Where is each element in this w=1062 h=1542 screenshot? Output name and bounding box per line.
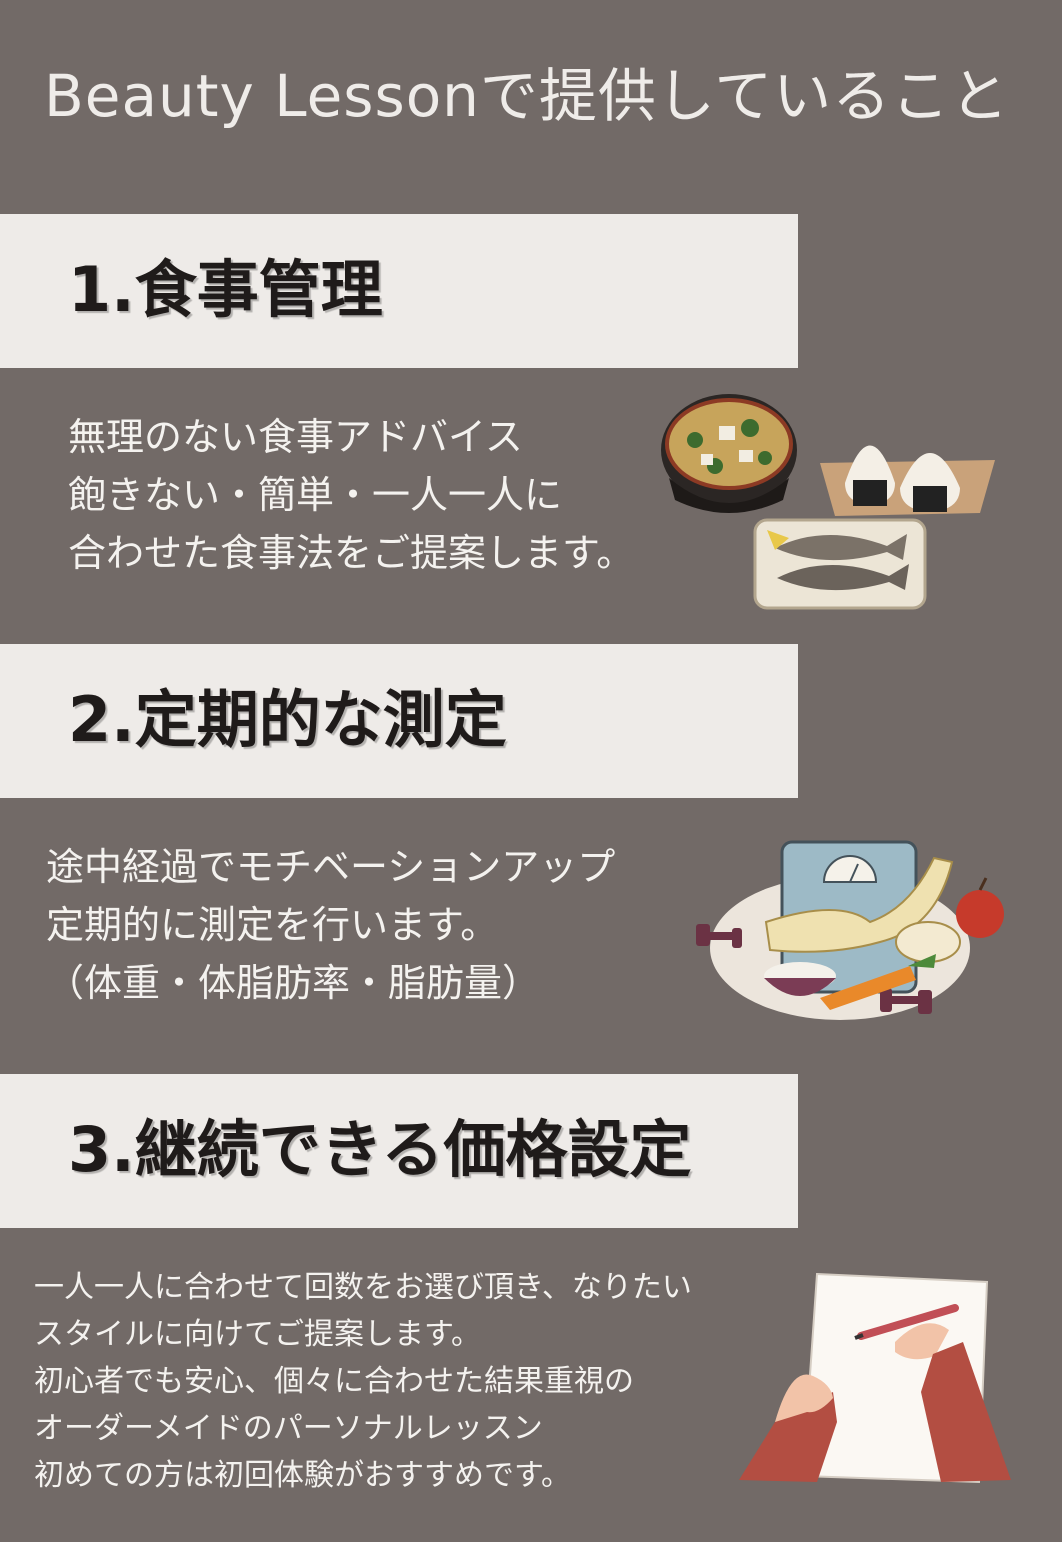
description-line: 一人一人に合わせて回数をお選び頂き、なりたい [34, 1270, 692, 1305]
measuring-tape-icon [764, 856, 961, 963]
dumbbell-icon [696, 924, 932, 1014]
section-heading-band: 2.定期的な測定 [0, 644, 798, 798]
description-line: 無理のない食事アドバイス [68, 415, 523, 459]
section-description: 一人一人に合わせて回数をお選び頂き、なりたい スタイルに向けてご提案します。 初… [34, 1264, 692, 1499]
pen-icon [854, 1304, 959, 1340]
writing-hand-illustration [739, 1272, 1011, 1484]
scale-measuring-illustration [696, 840, 1004, 1020]
description-line: 初めての方は初回体験がおすすめです。 [34, 1458, 571, 1493]
page-title: Beauty Lessonで提供していること [44, 62, 1010, 130]
carrot-icon [820, 954, 936, 1010]
miso-soup-icon [661, 394, 797, 513]
hand-icon [739, 1323, 1011, 1482]
section-heading: 3.継続できる価格設定 [68, 1113, 692, 1186]
description-line: オーダーメイドのパーソナルレッスン [34, 1411, 543, 1446]
section-description: 無理のない食事アドバイス 飽きない・簡単・一人一人に 合わせた食事法をご提案しま… [68, 408, 634, 582]
description-line: 定期的に測定を行います。 [46, 903, 499, 947]
section-description: 途中経過でモチベーションアップ 定期的に測定を行います。 （体重・体脂肪率・脂肪… [46, 838, 615, 1012]
description-line: スタイルに向けてご提案します。 [34, 1317, 481, 1352]
section-heading: 1.食事管理 [68, 253, 383, 326]
rice-bowl-icon [764, 962, 836, 996]
description-line: 途中経過でモチベーションアップ [46, 845, 616, 889]
description-line: 飽きない・簡単・一人一人に [68, 473, 563, 517]
description-line: 初心者でも安心、個々に合わせた結果重視の [34, 1364, 634, 1399]
section-heading-band: 1.食事管理 [0, 214, 798, 368]
onigiri-icon [820, 445, 995, 516]
description-line: （体重・体脂肪率・脂肪量） [46, 961, 541, 1005]
japanese-meal-illustration [661, 394, 995, 610]
section-heading-band: 3.継続できる価格設定 [0, 1074, 798, 1228]
section-heading: 2.定期的な測定 [68, 683, 507, 756]
grilled-fish-icon [753, 518, 927, 610]
description-line: 合わせた食事法をご提案します。 [68, 531, 635, 575]
apple-icon [956, 877, 1004, 938]
